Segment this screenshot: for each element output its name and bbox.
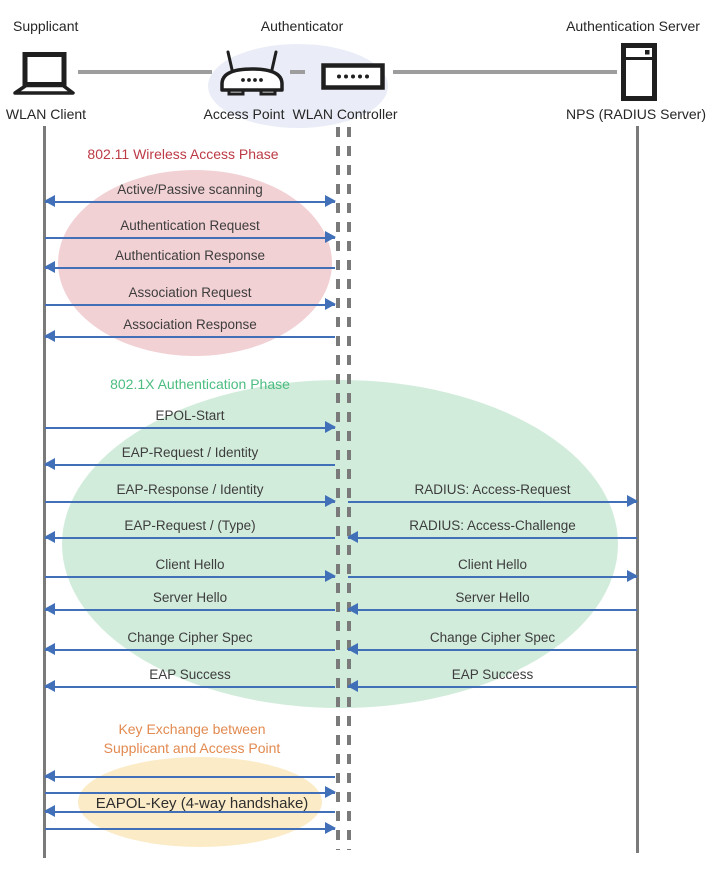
arrowhead-right-icon: [325, 298, 336, 310]
access-point-icon: [218, 46, 286, 105]
phase-title-802-1x-authentication: 802.1X Authentication Phase: [110, 376, 290, 392]
arrowhead-right-icon: [325, 195, 336, 207]
phase-title-key-exchange-line1: Key Exchange between: [118, 721, 266, 737]
phase-title-key-exchange: Key Exchange between Supplicant and Acce…: [92, 720, 292, 758]
phase-title-key-exchange-line2: Supplicant and Access Point: [103, 740, 281, 756]
arrowhead-left-icon: [44, 531, 55, 543]
role-label-authentication-server: Authentication Server: [566, 18, 700, 34]
arrowhead-right-icon: [325, 786, 336, 798]
lifeline-wlan-client: [43, 126, 46, 858]
arrowhead-right-icon: [325, 421, 336, 433]
arrowhead-left-icon: [347, 680, 358, 692]
arrowhead-left-icon: [44, 805, 55, 817]
arrowhead-left-icon: [44, 261, 55, 273]
arrowhead-left-icon: [347, 531, 358, 543]
arrowhead-right-icon: [627, 495, 638, 507]
device-label-access-point: Access Point: [203, 106, 285, 122]
arrowhead-left-icon: [44, 680, 55, 692]
connector-controller-server: [393, 70, 617, 74]
wlan-controller-icon: [321, 63, 385, 95]
role-label-authenticator: Authenticator: [260, 18, 344, 34]
lifeline-controller-dashed-right: [347, 127, 351, 850]
device-label-nps-radius-server: NPS (RADIUS Server): [565, 106, 707, 122]
arrowhead-right-icon: [627, 570, 638, 582]
arrowhead-left-icon: [44, 330, 55, 342]
connector-ap-controller: [290, 70, 305, 74]
arrowhead-left-icon: [44, 458, 55, 470]
arrowhead-left-icon: [44, 643, 55, 655]
arrowhead-right-icon: [325, 231, 336, 243]
device-label-wlan-client: WLAN Client: [5, 106, 87, 122]
lifeline-radius-server: [636, 126, 639, 853]
arrowhead-left-icon: [44, 195, 55, 207]
role-label-supplicant: Supplicant: [13, 18, 79, 34]
arrowhead-left-icon: [44, 603, 55, 615]
lifeline-controller-dashed-left: [336, 127, 340, 850]
arrowhead-left-icon: [347, 603, 358, 615]
arrowhead-left-icon: [44, 770, 55, 782]
arrowhead-left-icon: [347, 643, 358, 655]
device-label-wlan-controller: WLAN Controller: [292, 106, 398, 122]
eapol-key-handshake-label: EAPOL-Key (4-way handshake): [95, 795, 309, 812]
phase-title-802-11-wireless-access: 802.11 Wireless Access Phase: [87, 146, 279, 162]
connector-client-ap: [78, 70, 212, 74]
arrowhead-right-icon: [325, 570, 336, 582]
server-icon: [621, 43, 658, 107]
laptop-icon: [12, 52, 76, 101]
dot1x-authentication-phase-ellipse: [62, 380, 618, 708]
arrowhead-right-icon: [325, 495, 336, 507]
arrowhead-right-icon: [325, 822, 336, 834]
key-exchange-phase-ellipse: [78, 757, 322, 847]
